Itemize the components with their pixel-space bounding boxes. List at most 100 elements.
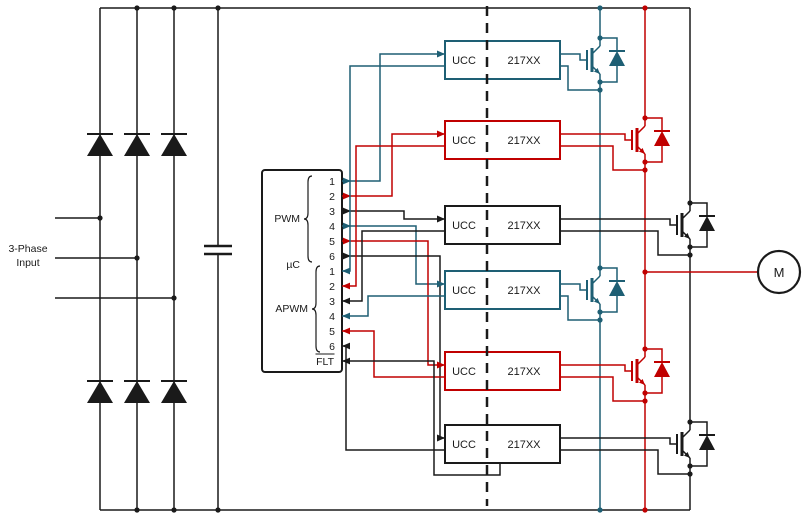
driver-input-arrow — [437, 280, 445, 288]
emitter-arrow — [594, 298, 600, 304]
pwm-out-arrow-4 — [343, 222, 351, 230]
gate-driver-box — [444, 351, 561, 391]
apwm-in-arrow-6 — [342, 342, 350, 350]
pwm-out-arrow-6 — [343, 252, 351, 260]
rectifier-diode — [87, 381, 113, 403]
apwm-pin-3: 3 — [329, 296, 335, 308]
driver-ucc-label: UCC — [452, 220, 476, 232]
apwm-pin-1: 1 — [329, 266, 335, 278]
igbt-6 — [676, 419, 715, 477]
driver-ucc-label: UCC — [452, 366, 476, 378]
driver-input-arrow — [437, 361, 445, 369]
emitter-arrow — [594, 68, 600, 74]
fault-label: FLT — [316, 356, 334, 368]
apwm-in-arrow-3 — [342, 297, 350, 305]
driver-part-label: 217XX — [507, 285, 541, 297]
gate-driver-box — [444, 424, 561, 464]
fault-in-arrow — [342, 357, 350, 365]
emitter-arrow — [684, 233, 690, 239]
pwm-out-arrow-1 — [343, 177, 351, 185]
pwm-signal-wires — [342, 53, 445, 439]
driver-ucc-label: UCC — [452, 285, 476, 297]
driver-part-label: 217XX — [507, 220, 541, 232]
freewheel-diode — [609, 51, 625, 66]
gate-driver-box — [444, 40, 561, 80]
apwm-signal-wires — [342, 65, 445, 451]
apwm-in-arrow-1 — [342, 267, 350, 275]
fault-wire — [342, 357, 501, 476]
driver-input-arrow — [437, 434, 445, 442]
emitter-arrow — [639, 379, 645, 385]
pwm-brace — [303, 175, 313, 263]
apwm-pin-5: 5 — [329, 326, 335, 338]
driver-part-label: 217XX — [507, 135, 541, 147]
mcu-label: µC — [286, 259, 300, 271]
phase-node-dot — [642, 269, 648, 275]
apwm-pin-2: 2 — [329, 281, 335, 293]
driver-input-arrow — [437, 215, 445, 223]
gate-driver-box — [444, 270, 561, 310]
gate-driver-3: UCC 217XX — [437, 205, 690, 256]
gate-driver-box — [444, 205, 561, 245]
gate-driver-1: UCC 217XX — [437, 40, 600, 91]
apwm-pin-6: 6 — [329, 341, 335, 353]
driver-input-arrow — [437, 50, 445, 58]
apwm-group-label: APWM — [275, 303, 308, 315]
motor-label: M — [774, 265, 785, 280]
pwm-out-arrow-3 — [343, 207, 351, 215]
rectifier-diode — [161, 134, 187, 156]
gate-driver-box — [444, 120, 561, 160]
apwm-in-arrow-5 — [342, 327, 350, 335]
driver-input-arrow — [437, 130, 445, 138]
three-phase-input-label-line1: 3-Phase — [8, 243, 47, 255]
emitter-arrow — [684, 452, 690, 458]
freewheel-diode — [654, 131, 670, 146]
driver-part-label: 217XX — [507, 439, 541, 451]
igbt-1 — [586, 35, 625, 93]
igbt-4 — [586, 265, 625, 323]
motor: M — [642, 249, 802, 295]
dc-link-capacitor — [204, 8, 232, 510]
pwm-pin-3: 3 — [329, 206, 335, 218]
apwm-in-arrow-4 — [342, 312, 350, 320]
gate-driver-6: UCC 217XX — [437, 424, 690, 475]
freewheel-diode — [699, 216, 715, 231]
pwm-pin-4: 4 — [329, 221, 335, 233]
freewheel-diode — [654, 362, 670, 377]
driver-part-label: 217XX — [507, 55, 541, 67]
rectifier-diode — [124, 134, 150, 156]
emitter-arrow — [639, 148, 645, 154]
pwm-pin-5: 5 — [329, 236, 335, 248]
pwm-out-arrow-5 — [343, 237, 351, 245]
freewheel-diode — [609, 281, 625, 296]
pwm-pin-6: 6 — [329, 251, 335, 263]
apwm-pin-4: 4 — [329, 311, 335, 323]
igbt-3 — [676, 200, 715, 258]
three-phase-input-label-line2: Input — [16, 257, 39, 269]
junction-dots — [97, 5, 648, 513]
dc-bus-rails — [100, 7, 690, 511]
pwm-pin-1: 1 — [329, 176, 335, 188]
driver-part-label: 217XX — [507, 366, 541, 378]
ac-input: 3-Phase Input — [8, 217, 174, 299]
driver-ucc-label: UCC — [452, 439, 476, 451]
gate-driver-4: UCC 217XX — [437, 270, 600, 321]
pwm-group-label: PWM — [274, 213, 300, 225]
rectifier-diode — [124, 381, 150, 403]
igbt-5 — [631, 346, 670, 404]
apwm-brace — [311, 265, 321, 353]
pwm-pin-2: 2 — [329, 191, 335, 203]
gate-driver-5: UCC 217XX — [437, 351, 645, 402]
rectifier-diode — [87, 134, 113, 156]
rectifier-diode — [161, 381, 187, 403]
mcu-block: PWM µC APWM 1 2 3 4 5 6 1 2 3 4 5 6 FLT — [261, 169, 343, 373]
gate-driver-2: UCC 217XX — [437, 120, 645, 171]
driver-ucc-label: UCC — [452, 55, 476, 67]
freewheel-diode — [699, 435, 715, 450]
pwm-out-arrow-2 — [343, 192, 351, 200]
motor-circle — [756, 249, 802, 295]
apwm-in-arrow-2 — [342, 282, 350, 290]
driver-ucc-label: UCC — [452, 135, 476, 147]
rectifier-bridge — [87, 8, 187, 510]
